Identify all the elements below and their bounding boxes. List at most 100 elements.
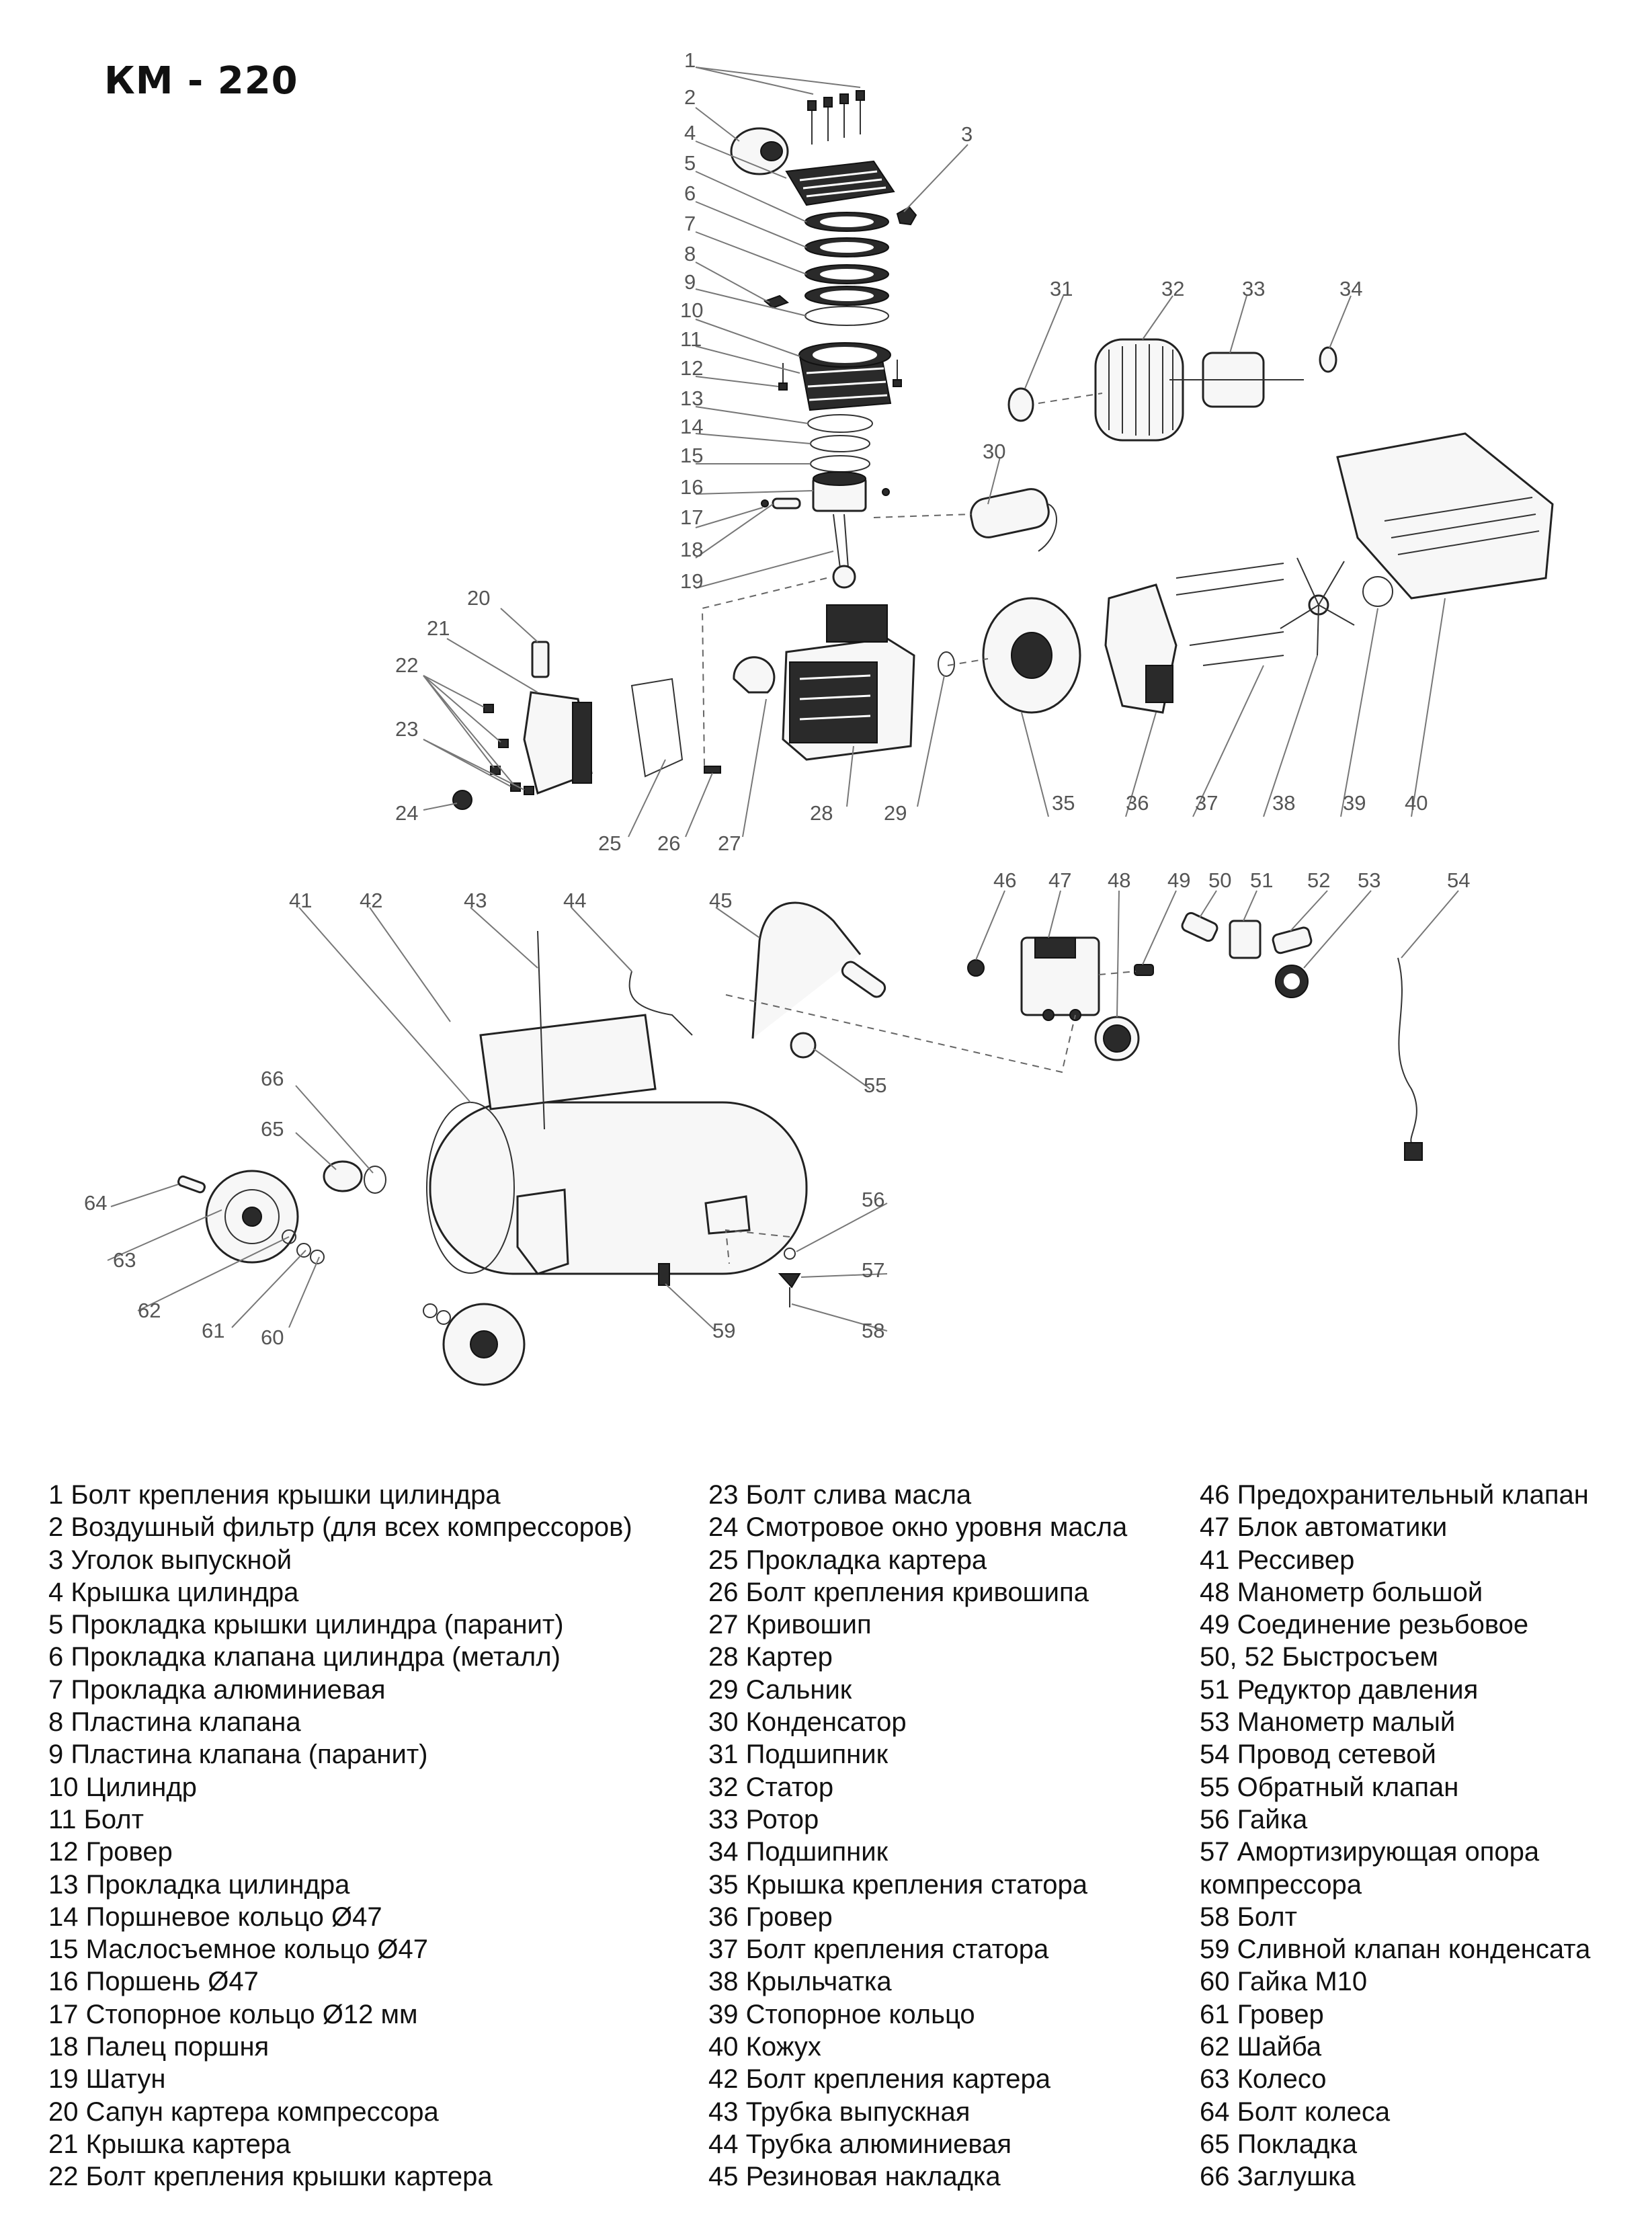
legend-column-1: 1 Болт крепления крышки цилиндра 2 Возду…: [48, 1479, 694, 2193]
legend-item: 3 Уголок выпускной: [48, 1545, 292, 1575]
legend-item: 59 Сливной клапан конденсата: [1200, 1935, 1591, 1965]
callout-29: 29: [884, 801, 907, 825]
legend-item: 54 Провод сетевой: [1200, 1740, 1436, 1770]
callout-42: 42: [360, 889, 382, 912]
callout-12: 12: [680, 356, 703, 380]
air-filter-illustration: [730, 127, 789, 175]
callout-24: 24: [395, 801, 418, 825]
callout-28: 28: [810, 801, 833, 825]
callout-65: 65: [261, 1117, 284, 1141]
legend-item: 66 Заглушка: [1200, 2162, 1356, 2192]
legend-item: 12 Гровер: [48, 1837, 173, 1867]
diagram-title: КМ - 220: [104, 59, 298, 103]
legend-item: 29 Сальник: [708, 1674, 852, 1705]
legend-item: 57 Амортизирующая опора: [1200, 1837, 1540, 1867]
callout-55: 55: [864, 1073, 886, 1097]
callout-10: 10: [680, 298, 703, 322]
legend-item: 55 Обратный клапан: [1200, 1772, 1459, 1802]
callout-54: 54: [1447, 868, 1470, 892]
callout-32: 32: [1161, 277, 1184, 300]
callout-8: 8: [684, 242, 696, 266]
legend-item: 58 Болт: [1200, 1902, 1297, 1932]
crankcase-illustration: [782, 604, 915, 761]
callout-66: 66: [261, 1067, 284, 1090]
callout-37: 37: [1195, 791, 1218, 815]
callout-40: 40: [1405, 791, 1428, 815]
legend-item: 27 Кривошип: [708, 1610, 872, 1640]
legend-item: 28 Картер: [708, 1642, 833, 1672]
legend-item: 39 Стопорное кольцо: [708, 1999, 975, 2029]
callout-48: 48: [1108, 868, 1130, 892]
callout-44: 44: [563, 889, 586, 912]
callout-5: 5: [684, 151, 696, 175]
legend-item: 26 Болт крепления кривошипа: [708, 1577, 1089, 1607]
connecting-rod-illustration: [832, 514, 856, 589]
motor-stator-front-illustration: [982, 583, 1178, 714]
legend-item: 23 Болт слива масла: [708, 1480, 972, 1510]
legend-item: 34 Подшипник: [708, 1837, 889, 1867]
legend-item: 24 Смотровое окно уровня масла: [708, 1512, 1128, 1543]
legend-column-2: 23 Болт слива масла 24 Смотровое окно ур…: [708, 1479, 1192, 2193]
legend-item: 65 Покладка: [1200, 2129, 1358, 2159]
rotor-illustration: [1169, 352, 1304, 408]
legend-item: 6 Прокладка клапана цилиндра (металл): [48, 1642, 561, 1672]
receiver-tank-illustration: [426, 1101, 808, 1275]
callout-34: 34: [1339, 277, 1362, 300]
cylinder-cover-illustration: [785, 160, 895, 206]
leader-lines: [107, 67, 1459, 1332]
piston-illustration: [761, 471, 890, 512]
legend-item: компрессора: [1200, 1869, 1362, 1900]
motor-shroud-illustration: [1336, 432, 1554, 600]
capacitor-illustration: [970, 488, 1057, 552]
legend-item: 22 Болт крепления крышки картера: [48, 2162, 493, 2192]
callout-33: 33: [1242, 277, 1265, 300]
callout-39: 39: [1343, 791, 1366, 815]
legend-item: 42 Болт крепления картера: [708, 2064, 1051, 2095]
callout-17: 17: [680, 505, 703, 529]
legend-item: 47 Блок автоматики: [1200, 1512, 1448, 1543]
cylinder-bolts-illustration: [778, 360, 902, 391]
legend-item: 20 Сапун картера компрессора: [48, 2097, 439, 2127]
callout-50: 50: [1208, 868, 1231, 892]
wheel-illustration: [177, 1170, 325, 1264]
legend-item: 2 Воздушный фильтр (для всех компрессоро…: [48, 1512, 632, 1543]
legend-item: 9 Пластина клапана (паранит): [48, 1740, 428, 1770]
legend-item: 4 Крышка цилиндра: [48, 1577, 299, 1607]
callout-60: 60: [261, 1326, 284, 1349]
legend-item: 48 Манометр большой: [1200, 1577, 1483, 1607]
callout-45: 45: [709, 889, 732, 912]
gaskets-plates-illustration: [763, 212, 889, 326]
callout-53: 53: [1358, 868, 1380, 892]
legend-item: 7 Прокладка алюминиевая: [48, 1674, 386, 1705]
callout-27: 27: [718, 831, 741, 855]
callout-6: 6: [684, 181, 696, 205]
legend-item: 63 Колесо: [1200, 2064, 1327, 2095]
callout-31: 31: [1050, 277, 1073, 300]
callout-30: 30: [983, 440, 1005, 463]
callout-22: 22: [395, 653, 418, 677]
callout-62: 62: [138, 1299, 161, 1322]
callout-3: 3: [961, 122, 973, 146]
legend-item: 14 Поршневое кольцо Ø47: [48, 1902, 382, 1932]
legend-item: 16 Поршень Ø47: [48, 1967, 259, 1997]
callout-4: 4: [684, 121, 696, 145]
callout-58: 58: [862, 1319, 884, 1342]
callout-13: 13: [680, 387, 703, 410]
callout-51: 51: [1250, 868, 1273, 892]
callout-25: 25: [598, 831, 621, 855]
cylinder-cover-bolts-illustration: [807, 90, 865, 145]
callout-18: 18: [680, 538, 703, 561]
legend-item: 43 Трубка выпускная: [708, 2097, 970, 2127]
legend-item: 51 Редуктор давления: [1200, 1674, 1479, 1705]
legend-item: 30 Конденсатор: [708, 1707, 907, 1738]
callout-43: 43: [464, 889, 487, 912]
callout-19: 19: [680, 569, 703, 593]
wheel-second-illustration: [423, 1303, 526, 1386]
legend-item: 56 Гайка: [1200, 1804, 1308, 1834]
callout-46: 46: [993, 868, 1016, 892]
callout-35: 35: [1052, 791, 1075, 815]
legend-item: 53 Манометр малый: [1200, 1707, 1456, 1738]
callout-23: 23: [395, 717, 418, 741]
crankcase-motor-assembly: [452, 338, 1554, 810]
legend-item: 10 Цилиндр: [48, 1772, 197, 1802]
